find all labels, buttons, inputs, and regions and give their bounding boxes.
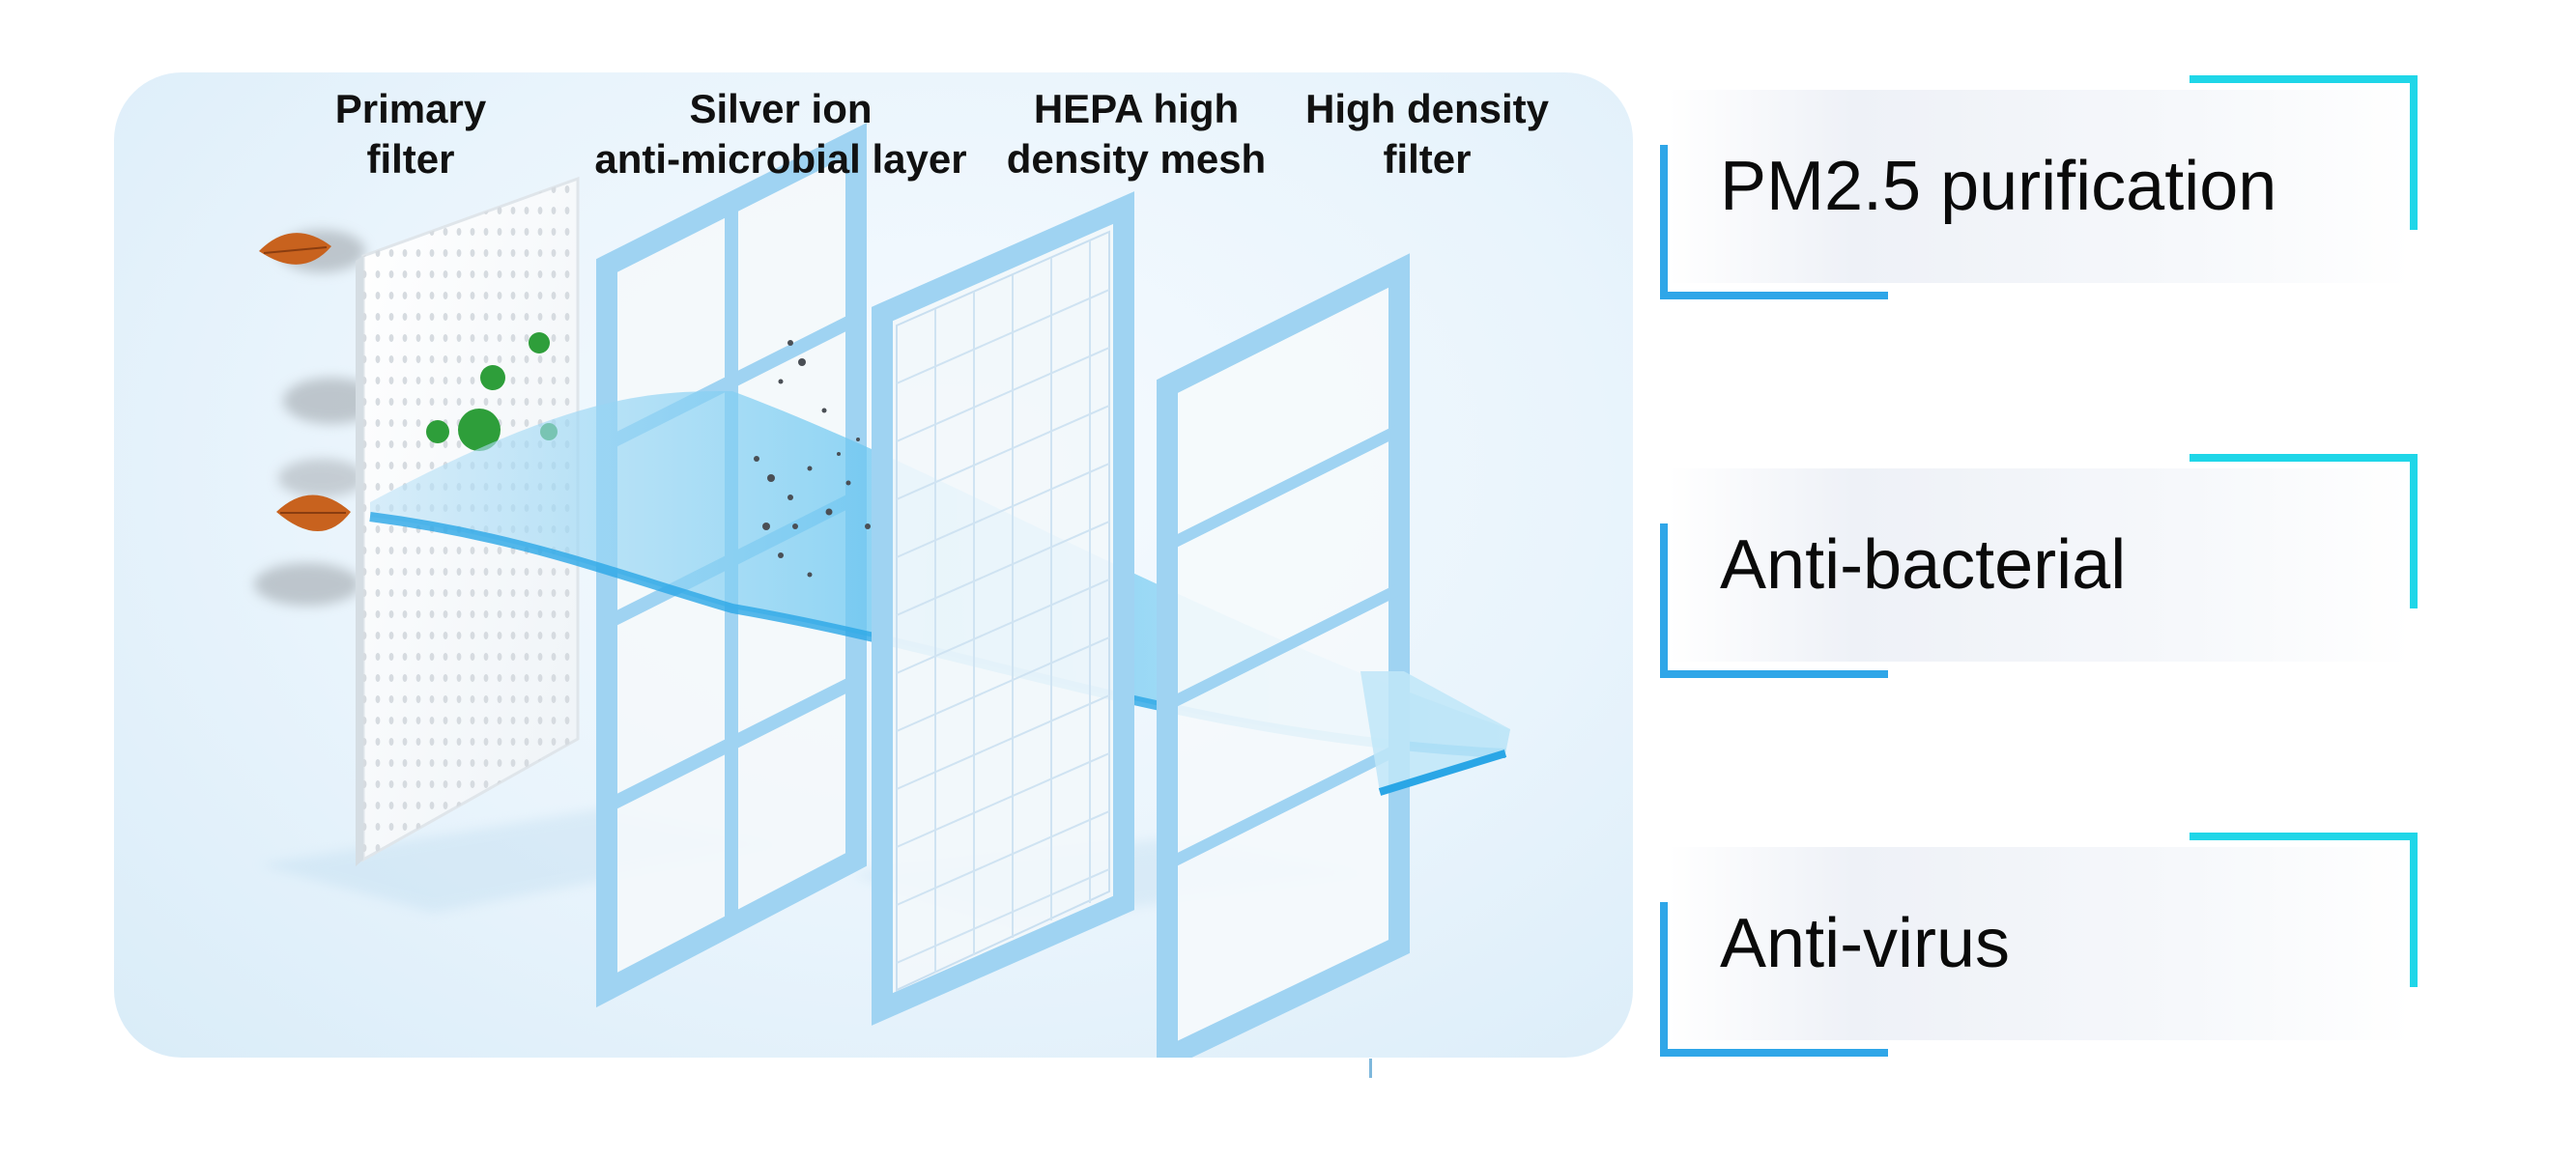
layer-label-hepa: HEPA high density mesh xyxy=(991,84,1281,184)
airflow-exit xyxy=(1360,671,1510,796)
leaf-icon xyxy=(259,233,331,265)
bracket-top-right xyxy=(2190,75,2418,230)
hepa-mesh-frame xyxy=(872,191,1134,1026)
high-density-frame xyxy=(1157,253,1410,1058)
layer-label-high-density: High density filter xyxy=(1287,84,1567,184)
filter-diagram-graphic xyxy=(254,123,1510,1058)
filter-layers-illustration: Primary filter Silver ion anti-microbial… xyxy=(114,72,1633,1058)
layer-label-line: Primary xyxy=(334,86,487,131)
layer-label-line: filter xyxy=(366,136,455,182)
layer-label-line: HEPA high xyxy=(1033,86,1240,131)
feature-label: Anti-bacterial xyxy=(1720,526,2127,604)
bracket-bottom-left xyxy=(1660,523,1888,678)
bracket-top-right xyxy=(2190,454,2418,608)
feature-label: Anti-virus xyxy=(1720,905,2011,982)
card-background xyxy=(1668,90,2412,283)
bracket-bottom-left xyxy=(1660,902,1888,1057)
layer-label-line: density mesh xyxy=(1006,136,1267,182)
bracket-bottom-left xyxy=(1660,145,1888,299)
layer-label-line: anti-microbial layer xyxy=(594,136,967,182)
layer-label-line: High density xyxy=(1304,86,1550,131)
feature-card-anti-virus: Anti-virus xyxy=(1660,833,2423,1057)
layer-label-silver-ion: Silver ion anti-microbial layer xyxy=(568,84,993,184)
feature-card-pm25: PM2.5 purification xyxy=(1660,75,2423,299)
bracket-top-right xyxy=(2190,833,2418,987)
divider-tick xyxy=(1369,1059,1372,1078)
feature-label: PM2.5 purification xyxy=(1720,148,2277,225)
leaf-icon xyxy=(276,495,351,531)
card-background xyxy=(1668,847,2412,1040)
feature-card-anti-bacterial: Anti-bacterial xyxy=(1660,454,2423,678)
layer-label-line: Silver ion xyxy=(689,86,873,131)
layer-label-line: filter xyxy=(1383,136,1472,182)
dust-particles xyxy=(754,340,871,578)
card-background xyxy=(1668,468,2412,662)
layer-label-primary: Primary filter xyxy=(304,84,517,184)
